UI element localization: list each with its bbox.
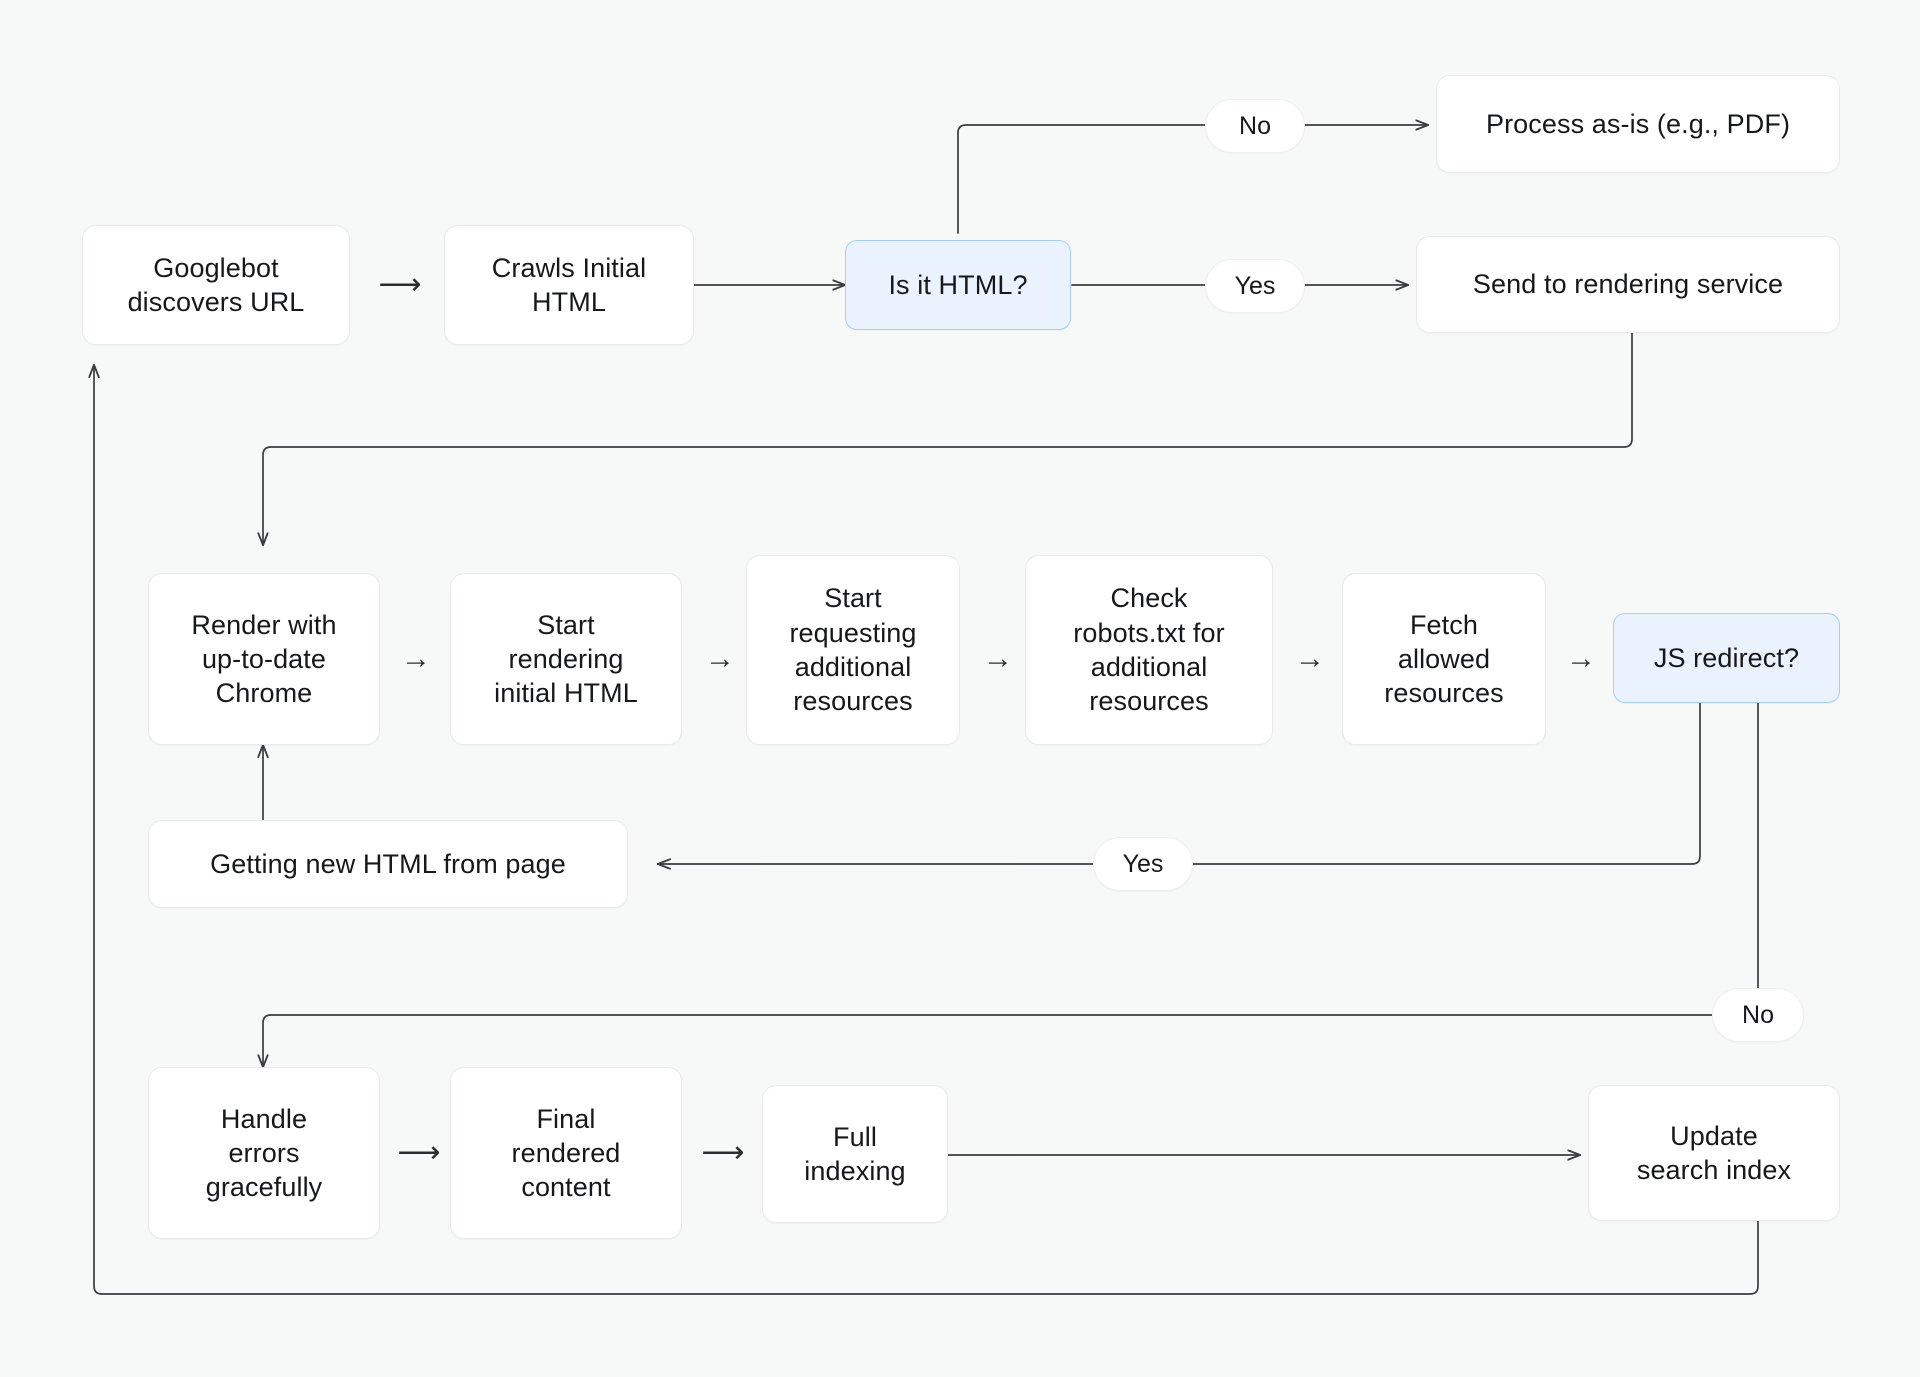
arrow-googlebot-to-crawls: ⟶ — [378, 268, 422, 301]
node-crawls-initial-html[interactable]: Crawls Initial HTML — [444, 225, 694, 345]
node-render-with-chrome[interactable]: Render with up-to-date Chrome — [148, 573, 380, 745]
node-process-as-is[interactable]: Process as-is (e.g., PDF) — [1436, 75, 1840, 173]
label-js-yes: Yes — [1093, 837, 1193, 891]
arrow-render-to-startrender: → — [401, 642, 431, 675]
arrow-handleerrors-to-final: ⟶ — [397, 1136, 441, 1169]
node-start-rendering-initial-html[interactable]: Start rendering initial HTML — [450, 573, 682, 745]
label-js-no: No — [1712, 988, 1804, 1042]
edge-no-to-handleerrors — [263, 1014, 1713, 1067]
node-googlebot-discovers-url[interactable]: Googlebot discovers URL — [82, 225, 350, 345]
node-check-robots-txt[interactable]: Check robots.txt for additional resource… — [1025, 555, 1273, 745]
edge-ishtml-no-in — [957, 124, 1206, 234]
node-send-to-rendering-service[interactable]: Send to rendering service — [1416, 236, 1840, 333]
arrow-robots-to-fetch: → — [1295, 642, 1325, 675]
arrow-fetch-to-jsredirect: → — [1566, 642, 1596, 675]
arrow-startrender-to-requesting: → — [705, 642, 735, 675]
node-start-requesting-additional-resources[interactable]: Start requesting additional resources — [746, 555, 960, 745]
node-handle-errors-gracefully[interactable]: Handle errors gracefully — [148, 1067, 380, 1239]
arrow-final-to-fullindexing: ⟶ — [701, 1136, 745, 1169]
node-final-rendered-content[interactable]: Final rendered content — [450, 1067, 682, 1239]
label-html-yes: Yes — [1205, 259, 1305, 313]
node-update-search-index[interactable]: Update search index — [1588, 1085, 1840, 1221]
node-fetch-allowed-resources[interactable]: Fetch allowed resources — [1342, 573, 1546, 745]
node-getting-new-html-from-page[interactable]: Getting new HTML from page — [148, 820, 628, 908]
node-is-it-html[interactable]: Is it HTML? — [845, 240, 1071, 330]
node-js-redirect[interactable]: JS redirect? — [1613, 613, 1840, 703]
edge-send-to-render — [263, 332, 1633, 545]
arrow-requesting-to-robots: → — [983, 642, 1013, 675]
label-html-no: No — [1205, 99, 1305, 153]
node-full-indexing[interactable]: Full indexing — [762, 1085, 948, 1223]
